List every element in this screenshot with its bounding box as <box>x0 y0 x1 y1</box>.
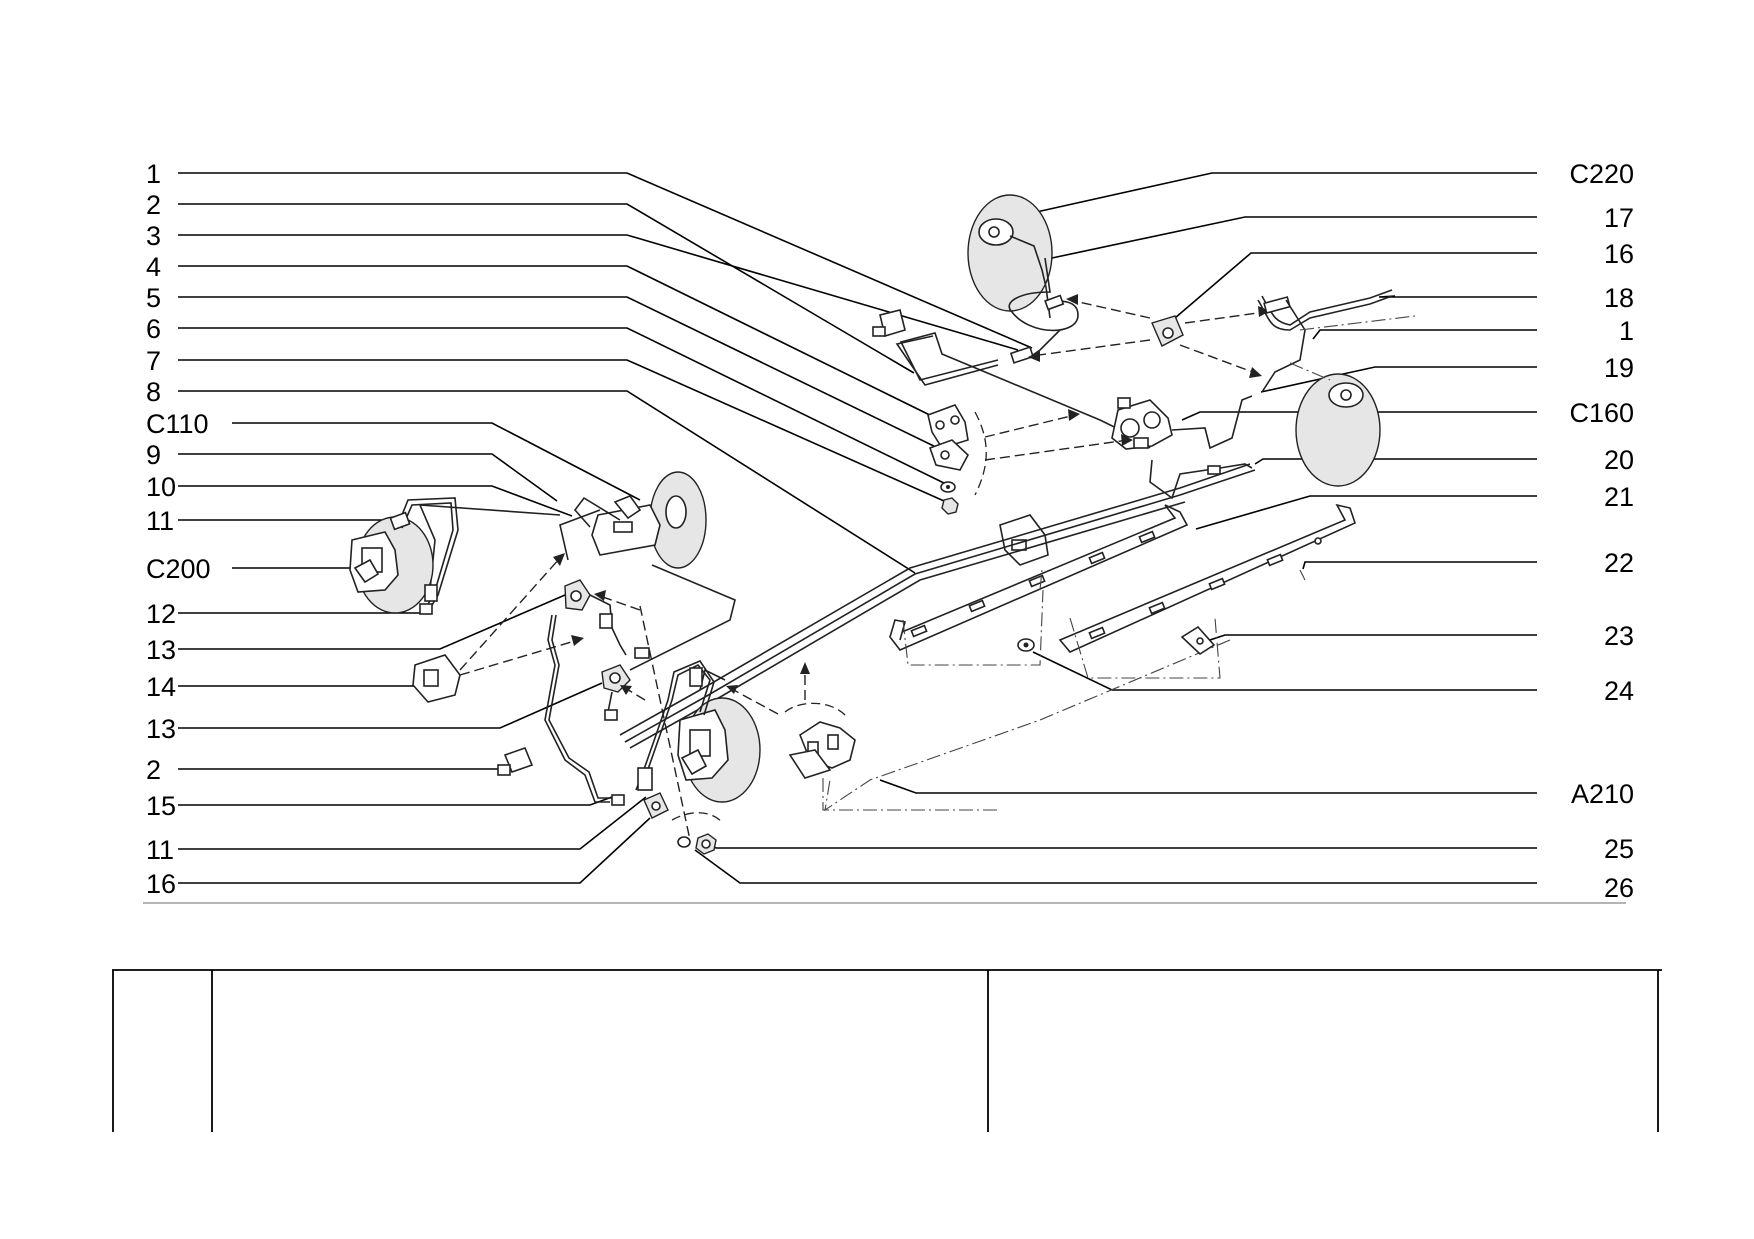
washer-6 <box>940 481 956 493</box>
label-c110: C110 <box>146 409 209 439</box>
label-12: 12 <box>146 599 176 629</box>
label-11: 11 <box>146 506 174 536</box>
label-c160: C160 <box>1569 398 1634 428</box>
label-c200: C200 <box>146 554 211 584</box>
parts-table-frame <box>112 969 1662 1132</box>
connector-arrows <box>594 590 691 841</box>
bracket-5 <box>928 439 969 471</box>
label-16-upper: 16 <box>1604 239 1634 269</box>
label-20: 20 <box>1604 445 1634 475</box>
label-18: 18 <box>1604 283 1634 313</box>
label-23: 23 <box>1604 621 1634 651</box>
nut-25 <box>695 833 717 855</box>
pipe-clip <box>872 309 906 338</box>
pipe-15 <box>544 614 625 806</box>
label-c220: C220 <box>1569 159 1634 189</box>
front-right-caliper-disc <box>677 697 761 803</box>
dashed-arcs-brackets <box>974 409 1133 496</box>
rail-22 <box>1058 503 1356 653</box>
label-14: 14 <box>146 672 176 702</box>
pipe-20 <box>1149 459 1253 500</box>
washer-24 <box>1017 638 1035 652</box>
front-right-hose <box>635 660 715 791</box>
label-15: 15 <box>146 791 176 821</box>
rail-dashdot-lines <box>824 569 1306 812</box>
label-1-right: 1 <box>1619 316 1634 346</box>
label-22: 22 <box>1604 548 1634 578</box>
right-labels: C220 17 16 18 1 19 C160 20 21 22 23 24 A… <box>1569 159 1634 903</box>
label-13-upper: 13 <box>146 635 176 665</box>
label-a210: A210 <box>1571 779 1634 809</box>
label-26: 26 <box>1604 873 1634 903</box>
label-4: 4 <box>146 252 161 282</box>
bracket-14 <box>412 553 584 703</box>
front-left-caliper-disc <box>349 516 434 614</box>
connector-13-lower <box>601 564 736 721</box>
rear-left-drum <box>967 194 1053 319</box>
label-10: 10 <box>146 472 176 502</box>
front-left-hose-end <box>419 603 433 615</box>
label-2: 2 <box>146 190 161 220</box>
label-3: 3 <box>146 221 161 251</box>
left-labels: 1 2 3 4 5 6 7 8 C110 9 10 11 C200 12 13 … <box>146 159 211 899</box>
label-11-lower: 11 <box>146 835 174 865</box>
connector-13-upper <box>564 579 627 656</box>
label-21: 21 <box>1604 482 1634 512</box>
nut-7 <box>941 497 959 515</box>
bracket-4 <box>927 404 969 449</box>
label-9: 9 <box>146 440 161 470</box>
label-24: 24 <box>1604 676 1634 706</box>
label-5: 5 <box>146 283 161 313</box>
pipe-clip-lower <box>497 746 534 776</box>
label-13-lower: 13 <box>146 714 176 744</box>
front-left-hose <box>389 497 459 613</box>
pipe-clamp-assembly <box>726 662 1000 811</box>
rear-right-drum <box>1289 315 1416 487</box>
label-7: 7 <box>146 346 161 376</box>
right-leader-lines <box>694 172 1537 884</box>
washer-26 <box>671 812 723 848</box>
clip-16-upper <box>1028 294 1270 378</box>
clip-23 <box>1180 625 1216 656</box>
label-8: 8 <box>146 377 161 407</box>
clip-16-lower <box>643 792 669 819</box>
label-16-lower: 16 <box>146 869 176 899</box>
pressure-regulator <box>1111 395 1253 450</box>
label-1: 1 <box>146 159 161 189</box>
master-cylinder-booster <box>414 471 707 606</box>
label-6: 6 <box>146 314 161 344</box>
label-25: 25 <box>1604 834 1634 864</box>
label-17: 17 <box>1604 203 1634 233</box>
rail-21 <box>888 504 1189 651</box>
rear-left-pipe <box>1008 257 1079 364</box>
rear-right-pipe-18 <box>1257 289 1393 393</box>
label-2-lower: 2 <box>146 755 161 785</box>
label-19: 19 <box>1604 353 1634 383</box>
left-leader-lines <box>178 172 1033 884</box>
